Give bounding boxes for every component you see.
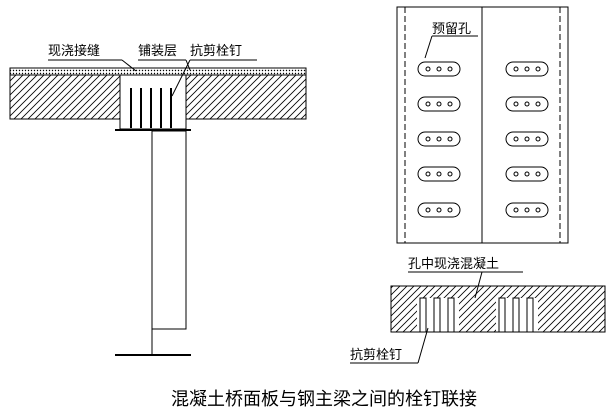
reserved-hole: [505, 96, 549, 112]
reserved-hole: [417, 96, 461, 112]
reserved-holes-left: [417, 61, 461, 218]
cast-joint-region: [119, 74, 187, 130]
shear-stud-label-left: 抗剪栓钉: [190, 43, 242, 59]
figure-caption: 混凝土桥面板与钢主梁之间的栓钉联接: [171, 389, 477, 410]
reserved-hole-label: 预留孔: [432, 22, 471, 37]
reserved-hole: [417, 202, 461, 218]
pavement-layer-label: 铺装层: [138, 44, 177, 59]
pavement-layer-strip: [9, 67, 307, 76]
stud-slots-left: [419, 297, 455, 333]
cross-section-view: 现浇接缝 铺装层 抗剪栓钉: [9, 43, 307, 356]
longitudinal-section: 孔中现浇混凝土 抗剪栓钉: [350, 256, 606, 364]
cast-concrete-in-hole-label: 孔中现浇混凝土: [408, 256, 499, 272]
stud-slots-right: [498, 297, 534, 333]
reserved-holes-right: [505, 61, 549, 218]
shear-studs: [130, 88, 172, 128]
plan-view: 预留孔: [396, 6, 569, 244]
cast-joint-label: 现浇接缝: [48, 43, 100, 59]
reserved-hole: [505, 166, 549, 182]
reserved-hole: [505, 202, 549, 218]
reserved-hole: [417, 166, 461, 182]
girder-web: [151, 130, 187, 330]
reserved-hole: [417, 131, 461, 147]
reserved-hole: [505, 131, 549, 147]
reserved-hole: [417, 61, 461, 77]
reserved-hole: [505, 61, 549, 77]
shear-stud-label-bottom: 抗剪栓钉: [350, 347, 402, 363]
